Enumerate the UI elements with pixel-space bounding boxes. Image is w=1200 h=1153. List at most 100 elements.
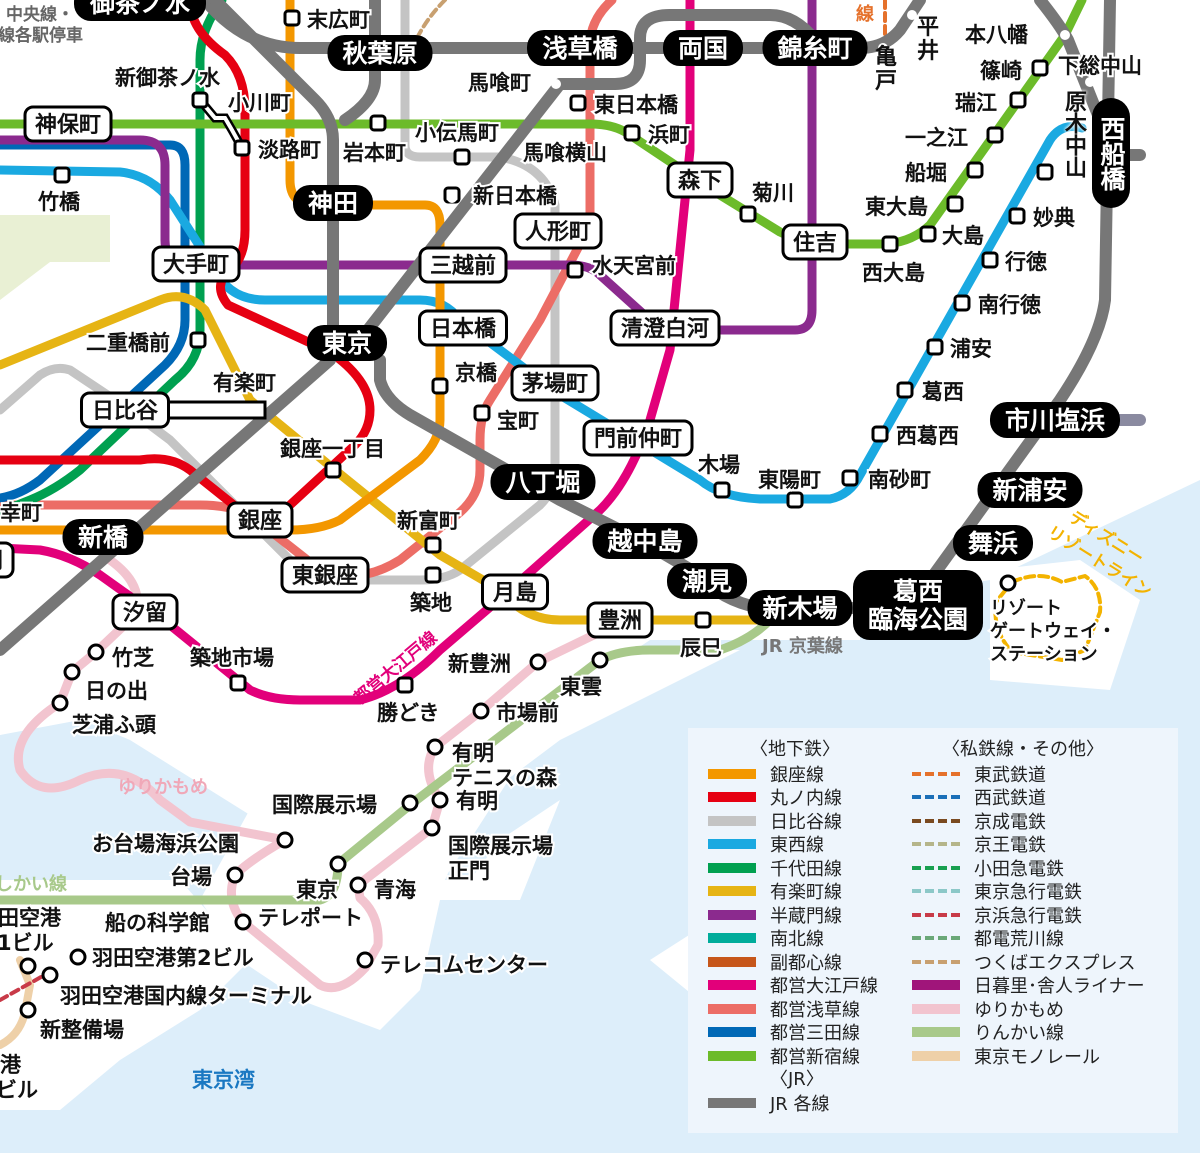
station-hatchobori[interactable]: 八丁堀 — [490, 464, 596, 500]
station-marker-square[interactable] — [424, 566, 442, 584]
station-label-awajicho[interactable]: 淡路町 — [256, 136, 323, 164]
station-marker-square[interactable] — [953, 294, 971, 312]
station-label-funenokagakukan[interactable]: 船の科学館 — [103, 909, 212, 937]
station-label-aomi[interactable]: 青海 — [372, 876, 418, 904]
station-label-hanedadomestic[interactable]: 羽田空港国内線ターミナル — [58, 982, 314, 1010]
station-tsukishima[interactable]: 月島 — [480, 573, 550, 611]
station-label-hirai[interactable]: 平 — [917, 15, 939, 40]
station-label-toyocho[interactable]: 東陽町 — [756, 466, 823, 494]
station-marker-square[interactable] — [283, 9, 301, 27]
station-marker-square[interactable] — [1031, 59, 1049, 77]
station-label-haneda1_1[interactable]: 田空港 — [0, 904, 64, 932]
station-marker-circle[interactable] — [226, 866, 244, 884]
station-kiyosumishirakawa[interactable]: 清澄白河 — [609, 309, 721, 347]
station-shinbashi[interactable]: 新橋 — [62, 519, 144, 555]
station-label-shinonome[interactable]: 東雲 — [558, 673, 604, 701]
station-marker-square[interactable] — [841, 469, 859, 487]
station-otemachi[interactable]: 大手町 — [151, 245, 241, 283]
station-label-shimosanakayama[interactable]: 下総中山 — [1056, 52, 1144, 80]
station-marker-square[interactable] — [473, 404, 491, 422]
station-marker-square[interactable] — [986, 126, 1004, 144]
station-label-takaracho[interactable]: 宝町 — [495, 407, 541, 435]
station-marker-square[interactable] — [1036, 163, 1054, 181]
station-label-daiba[interactable]: 台場 — [168, 863, 214, 891]
station-ochanomizu[interactable]: 御茶ノ水 — [74, 0, 206, 21]
station-label-shinseibijo[interactable]: 新整備場 — [38, 1016, 126, 1044]
station-marker-square[interactable] — [566, 261, 584, 279]
station-label-myoden[interactable]: 妙典 — [1031, 204, 1077, 232]
station-marker-square[interactable] — [1009, 91, 1027, 109]
station-label-ariaketennis_2[interactable]: テニスの森 — [450, 764, 560, 792]
station-label-hinode[interactable]: 日の出 — [83, 677, 150, 705]
station-ginza[interactable]: 銀座 — [226, 501, 294, 539]
station-marker-square[interactable] — [946, 195, 964, 213]
station-monzennakacho[interactable]: 門前仲町 — [582, 419, 694, 457]
station-marker-circle[interactable] — [472, 702, 490, 720]
station-label-resortgateway_2[interactable]: ゲートウェイ・ — [988, 618, 1118, 644]
station-marker-square[interactable] — [881, 235, 899, 253]
station-label-kachidoki[interactable]: 勝どき — [375, 699, 441, 727]
jr-station-dot[interactable] — [1085, 77, 1095, 87]
station-marker-circle[interactable] — [349, 876, 367, 894]
station-morishita[interactable]: 森下 — [666, 161, 734, 199]
station-label-kyobashi[interactable]: 京橋 — [453, 359, 500, 387]
station-marker-circle[interactable] — [87, 643, 105, 661]
station-marker-square[interactable] — [981, 251, 999, 269]
station-label-minamisunamachi[interactable]: 南砂町 — [866, 466, 933, 494]
station-sumiyoshi[interactable]: 住吉 — [781, 223, 849, 261]
station-marker-circle[interactable] — [329, 855, 347, 873]
station-marker-square[interactable] — [229, 674, 247, 692]
jr-station-dot[interactable] — [447, 193, 457, 203]
station-label-kikukawa[interactable]: 菊川 — [750, 179, 796, 207]
station-kinshicho[interactable]: 錦糸町 — [762, 30, 868, 66]
station-marker-circle[interactable] — [529, 653, 547, 671]
station-marker-square[interactable] — [191, 91, 209, 109]
station-marker-circle[interactable] — [401, 794, 419, 812]
station-label-shintomicho[interactable]: 新富町 — [395, 507, 462, 535]
station-nihombashi[interactable]: 日本橋 — [417, 309, 509, 347]
station-marker-circle[interactable] — [41, 966, 59, 984]
station-tokyo[interactable]: 東京 — [306, 325, 388, 361]
jr-station-dot[interactable] — [1060, 30, 1070, 40]
station-label-barakinakayama[interactable]: 原木中山 — [1061, 90, 1086, 178]
station-shiomi[interactable]: 潮見 — [666, 563, 748, 599]
station-label-suehirocho[interactable]: 末広町 — [305, 6, 372, 34]
station-label-tsukijishijo[interactable]: 築地市場 — [187, 644, 276, 672]
station-marker-square[interactable] — [431, 377, 449, 395]
station-label-shinochanomizu[interactable]: 新御茶ノ水 — [113, 64, 223, 92]
station-higashiginza[interactable]: 東銀座 — [280, 556, 370, 594]
station-label-ariake[interactable]: 有明 — [454, 787, 500, 815]
station-marker-square[interactable] — [919, 225, 937, 243]
station-marker-circle[interactable] — [423, 819, 441, 837]
station-label-teleport_2[interactable]: テレポート — [256, 904, 365, 932]
station-label-odaibakaihin[interactable]: お台場海浜公園 — [90, 830, 241, 858]
station-label-ginzaitchome[interactable]: 銀座一丁目 — [278, 435, 387, 463]
station-label-kameido[interactable]: 亀 — [875, 44, 897, 70]
station-marker-square[interactable] — [369, 114, 387, 132]
station-marker-circle[interactable] — [431, 791, 449, 809]
station-label-partial_ko[interactable]: 港 — [0, 1051, 24, 1079]
station-label-kodemmacho[interactable]: 小伝馬町 — [413, 119, 501, 147]
station-label-partial_uchisaiwaicho[interactable]: 幸町 — [0, 499, 44, 527]
station-ningyocho[interactable]: 人形町 — [513, 212, 603, 250]
station-label-motoyawata[interactable]: 本八幡 — [963, 21, 1031, 49]
station-hibiya[interactable]: 日比谷 — [79, 391, 171, 429]
station-label-kokusaiseimon_1[interactable]: 国際展示場 — [446, 832, 555, 860]
station-label-takebashi[interactable]: 竹橋 — [35, 188, 83, 216]
station-label-haneda1_2[interactable]: 1ビル — [0, 929, 56, 957]
station-label-yurakucho[interactable]: 有楽町 — [211, 369, 278, 397]
station-label-kasai[interactable]: 葛西 — [920, 378, 966, 406]
station-label-nishiojima[interactable]: 西大島 — [860, 259, 927, 287]
station-label-teleport_1[interactable]: 東京 — [294, 876, 340, 904]
station-marker-square[interactable] — [424, 536, 442, 554]
station-marker-circle[interactable] — [19, 1001, 37, 1019]
station-label-higashiojima[interactable]: 東大島 — [863, 193, 930, 221]
station-marker-square[interactable] — [623, 124, 641, 142]
station-label-minamigyotoku[interactable]: 南行徳 — [976, 291, 1043, 319]
station-shinkiba[interactable]: 新木場 — [747, 590, 853, 626]
station-marker-circle[interactable] — [999, 574, 1017, 592]
station-marker-square[interactable] — [324, 461, 342, 479]
station-marker-circle[interactable] — [63, 663, 81, 681]
station-marker-square[interactable] — [896, 381, 914, 399]
station-label-bakurocho[interactable]: 馬喰町 — [466, 69, 533, 97]
